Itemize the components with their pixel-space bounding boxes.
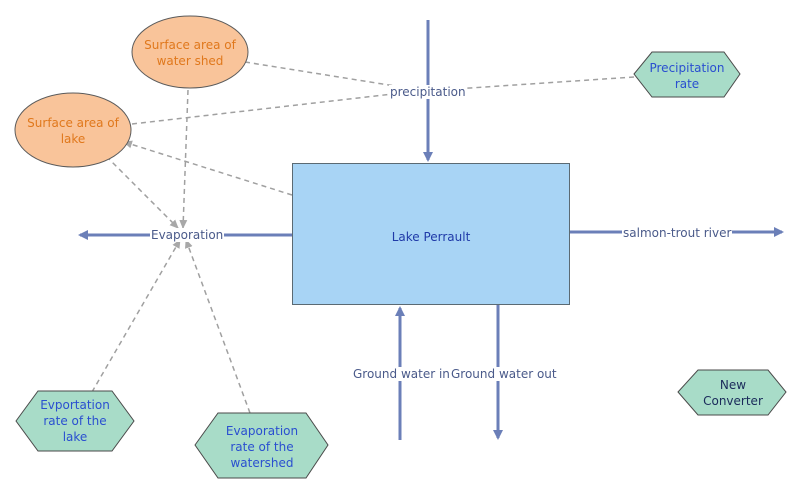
- connector-stock-lakearea: [123, 140, 293, 196]
- flow-groundin-label[interactable]: Ground water in: [352, 367, 451, 381]
- ellipse-lake-area-label: Surface area of lake: [27, 116, 119, 146]
- connector-evaplake-evap: [91, 239, 181, 393]
- converter-evap-lake-label: Evportation rate of the lake: [40, 398, 110, 444]
- converter-new-label: New Converter: [703, 378, 763, 408]
- converter-evap-watershed-label: Evaporation rate of the watershed: [225, 424, 299, 470]
- ellipse-lake-area[interactable]: [14, 92, 132, 168]
- flow-precipitation-label[interactable]: precipitation: [389, 85, 467, 99]
- converter-evap-lake-shape[interactable]: [15, 390, 135, 452]
- stock-lake-perrault[interactable]: Lake Perrault: [292, 163, 570, 305]
- converter-precip-rate-label: Precipitation rate: [649, 61, 725, 91]
- stock-label: Lake Perrault: [391, 230, 471, 244]
- connector-preciprate-precip: [439, 76, 635, 94]
- connector-lakearea-precip: [131, 88, 411, 125]
- connector-lakearea-evap: [99, 149, 179, 229]
- ellipse-watershed-area-label: Surface area of water shed: [144, 38, 236, 68]
- flow-groundout-label[interactable]: Ground water out: [450, 367, 558, 381]
- converter-evap-watershed-shape[interactable]: [194, 412, 329, 479]
- converter-new-shape[interactable]: [677, 369, 787, 416]
- flow-evaporation-label[interactable]: Evaporation: [150, 228, 225, 242]
- connector-watershed-evap: [179, 89, 189, 229]
- connector-evapwatershed-evap: [185, 239, 251, 414]
- flow-river-label[interactable]: salmon-trout river: [622, 226, 733, 240]
- converter-precip-rate-shape[interactable]: [633, 51, 741, 98]
- ellipse-watershed-area[interactable]: [131, 15, 249, 89]
